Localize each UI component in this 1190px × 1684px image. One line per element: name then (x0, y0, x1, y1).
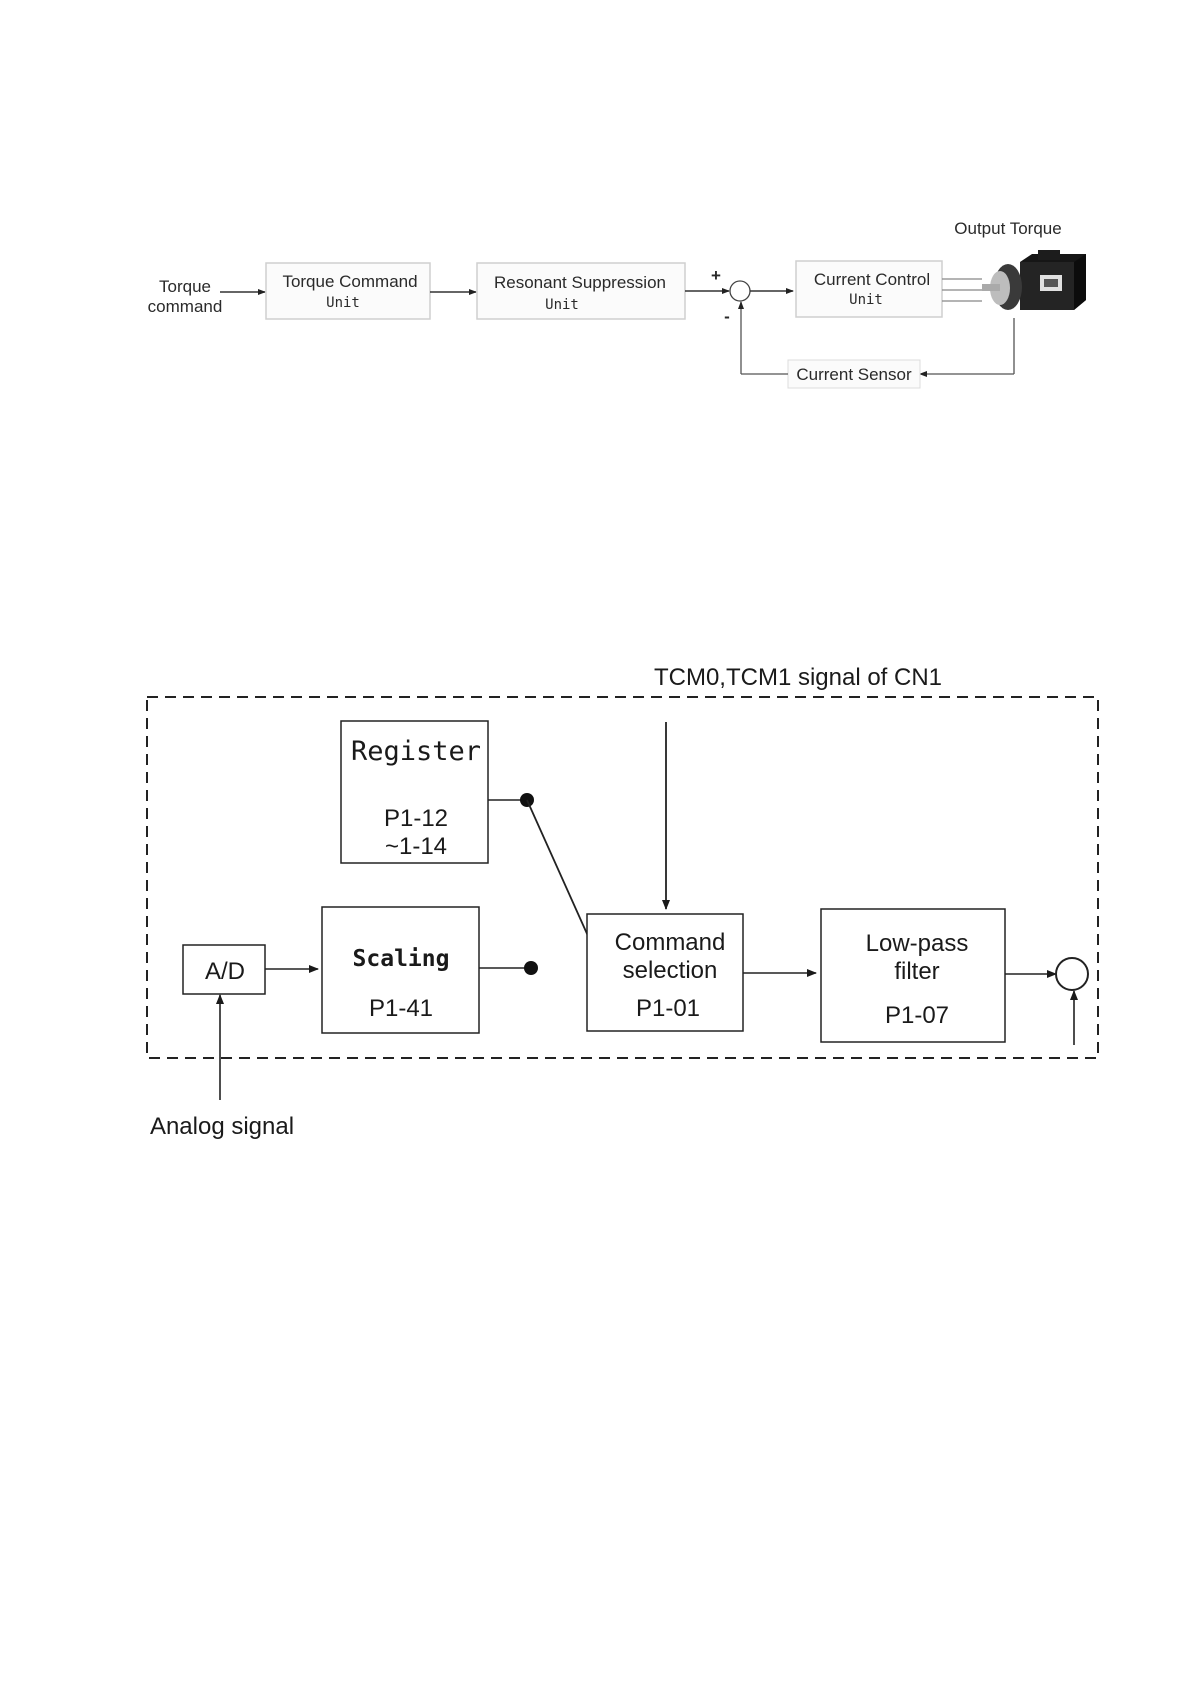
summing-plus-sign: + (711, 266, 721, 285)
current-control-line2: Unit (849, 292, 883, 308)
torque-command-label-line1: Torque (159, 277, 211, 296)
selector-switch-arm (527, 800, 588, 936)
output-torque-label: Output Torque (954, 219, 1061, 238)
summing-minus-sign: - (724, 307, 730, 326)
servo-motor-icon (982, 250, 1086, 310)
command-selection-param: P1-01 (636, 995, 700, 1022)
resonant-suppression-line1: Resonant Suppression (494, 273, 666, 292)
scaling-switch-contact (524, 961, 538, 975)
resonant-suppression-line2: Unit (545, 297, 579, 313)
lowpass-line2: filter (894, 958, 939, 985)
current-sensor-label: Current Sensor (796, 365, 912, 384)
scaling-param: P1-41 (369, 995, 433, 1022)
register-param-line1: P1-12 (384, 805, 448, 832)
torque-command-label-line2: command (148, 297, 223, 316)
command-selection-line1: Command (615, 929, 726, 956)
lowpass-param: P1-07 (885, 1002, 949, 1029)
tcm-signal-label: TCM0,TCM1 signal of CN1 (654, 664, 942, 691)
register-title: Register (351, 736, 481, 767)
summing-junction (730, 281, 750, 301)
lowpass-line1: Low-pass (866, 930, 969, 957)
ad-label: A/D (205, 958, 245, 985)
register-param-line2: ~1-14 (385, 833, 447, 860)
scaling-title: Scaling (353, 946, 450, 972)
output-summing-junction (1056, 958, 1088, 990)
analog-signal-label: Analog signal (150, 1113, 294, 1140)
torque-command-unit-line2: Unit (326, 295, 360, 311)
torque-control-loop-diagram: Torque command Torque Command Unit Reson… (148, 219, 1086, 388)
command-selection-line2: selection (623, 957, 718, 984)
current-control-line1: Current Control (814, 270, 930, 289)
torque-command-unit-line1: Torque Command (282, 272, 417, 291)
torque-command-source-diagram: TCM0,TCM1 signal of CN1 Register P1-12 ~… (147, 664, 1098, 1140)
